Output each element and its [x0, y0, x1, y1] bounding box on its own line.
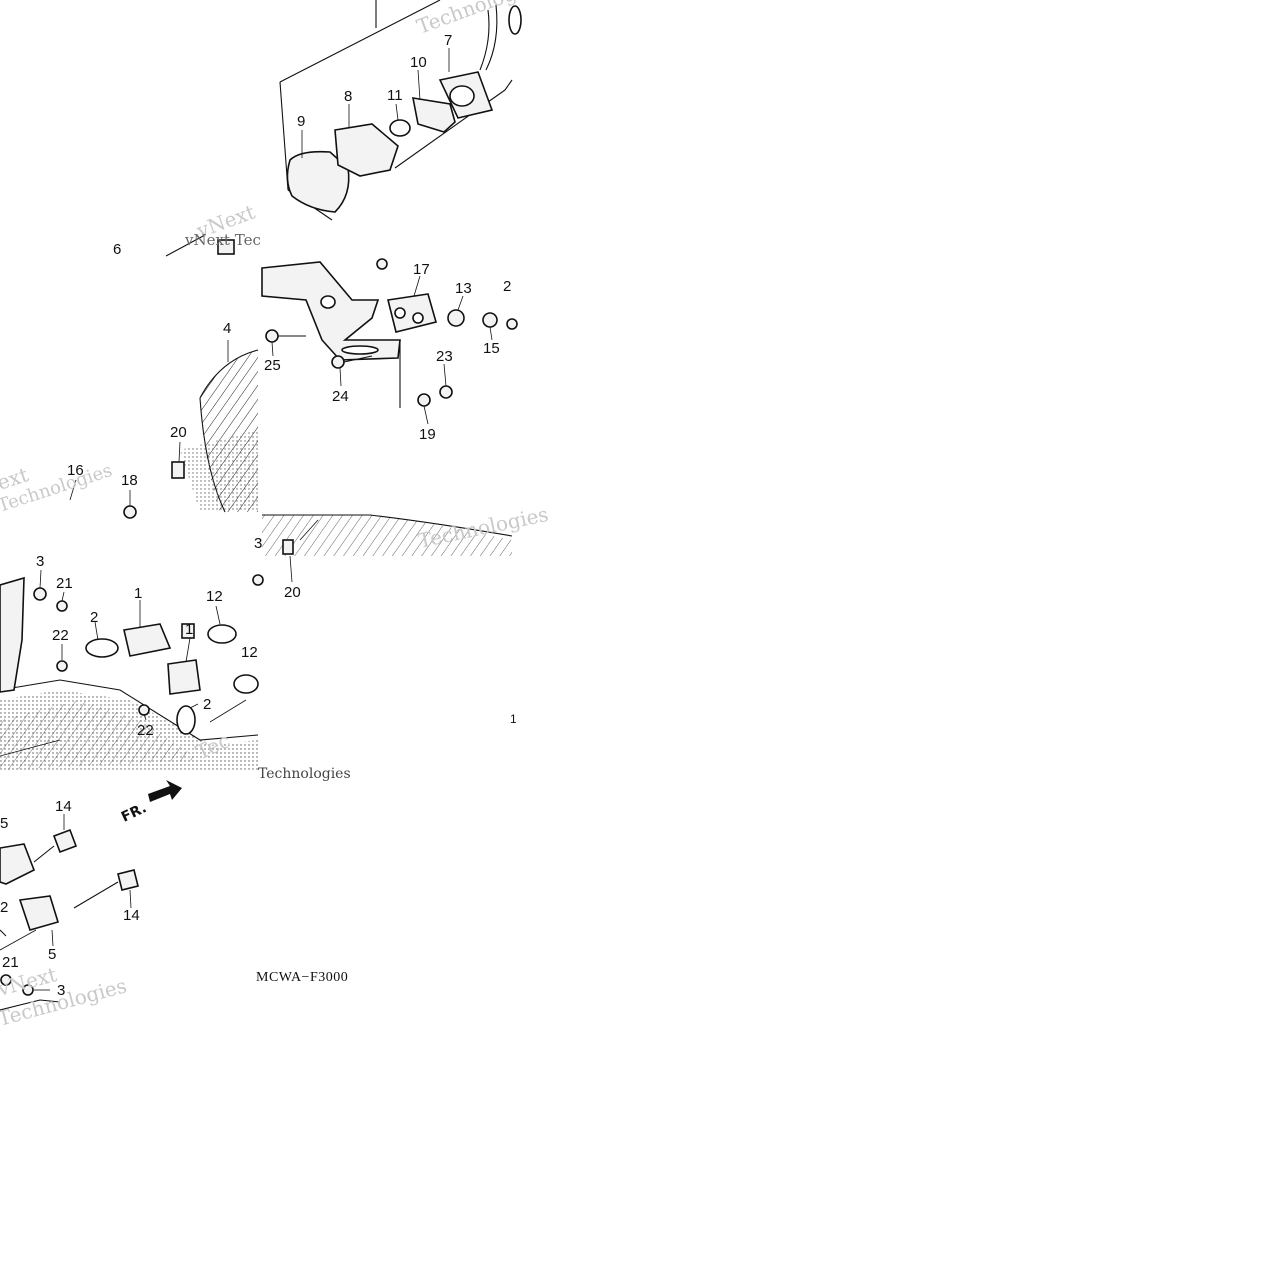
- grommet-part: [117, 869, 139, 891]
- callout-21: 21: [56, 575, 73, 592]
- bulb-part: [176, 705, 196, 735]
- socket-part: [0, 843, 36, 885]
- callout-8: 8: [344, 88, 352, 105]
- callout-19: 19: [419, 426, 436, 443]
- lens-part: [233, 674, 259, 694]
- callout-2-partial: 2: [503, 278, 511, 295]
- callout-16: 16: [67, 462, 84, 479]
- housing-part: [334, 123, 399, 177]
- bracket-part: [0, 576, 25, 693]
- callout-12: 12: [206, 588, 223, 605]
- callout-20: 20: [284, 584, 301, 601]
- watermark-text: Technologies: [258, 766, 351, 782]
- lens-part: [207, 624, 237, 644]
- turn-signal-panel: [279, 0, 522, 221]
- bracket-part: [261, 261, 401, 361]
- callout-22: 22: [137, 722, 154, 739]
- socket-part: [18, 895, 60, 931]
- callout-3: 3: [254, 535, 262, 552]
- watermark-text: vNext Tec: [184, 231, 261, 249]
- fender-panel: [69, 234, 259, 519]
- callout-11: 11: [387, 87, 403, 104]
- callout-12: 12: [241, 644, 258, 661]
- grommet-part: [447, 309, 465, 327]
- callout-23: 23: [436, 348, 453, 365]
- bulb-part: [85, 638, 119, 658]
- callout-15: 15: [483, 340, 500, 357]
- callout-13: 13: [455, 280, 472, 297]
- bolt-part: [417, 393, 431, 407]
- callout-5: 5: [0, 815, 8, 832]
- clip-part: [282, 539, 294, 555]
- callout-1: 1: [185, 621, 193, 638]
- callout-14: 14: [123, 907, 140, 924]
- grommet-part: [52, 828, 78, 854]
- callout-2: 2: [90, 609, 98, 626]
- callout-9: 9: [297, 113, 305, 130]
- callout-2: 2: [203, 696, 211, 713]
- callout-18: 18: [121, 472, 138, 489]
- watermark-text: Technologies: [414, 0, 547, 39]
- callout-group: 7 10 8 11 9 6 17 13 2 4 15 23 25 24 19 2…: [0, 32, 517, 999]
- socket-part: [167, 659, 201, 695]
- callout-20: 20: [170, 424, 187, 441]
- socket-part: [123, 623, 172, 657]
- callout-22: 22: [52, 627, 69, 644]
- clip-part: [171, 461, 185, 479]
- plate-part: [387, 293, 437, 333]
- direction-label: FR.: [119, 800, 149, 825]
- callout-5: 5: [48, 946, 56, 963]
- callout-6: 6: [113, 241, 121, 258]
- callout-3: 3: [57, 982, 65, 999]
- callout-1: 1: [134, 585, 142, 602]
- callout-1-edge: 1: [510, 712, 517, 726]
- callout-2: 2: [0, 899, 8, 916]
- callout-3: 3: [36, 553, 44, 570]
- callout-4: 4: [223, 320, 231, 337]
- callout-21: 21: [2, 954, 19, 971]
- callout-24: 24: [332, 388, 349, 405]
- socket-panel: [0, 780, 182, 1011]
- collar-part: [482, 312, 498, 328]
- license-lamp-panel: [0, 569, 264, 770]
- callout-10: 10: [410, 54, 427, 71]
- diagram-code: MCWA−F3000: [256, 970, 348, 985]
- callout-7: 7: [444, 32, 452, 49]
- nut-part: [439, 385, 453, 399]
- front-direction-arrow-icon: [148, 780, 182, 802]
- callout-25: 25: [264, 357, 281, 374]
- callout-17: 17: [413, 261, 430, 278]
- bracket-panel: [261, 258, 518, 583]
- callout-14: 14: [55, 798, 72, 815]
- bulb-part: [389, 119, 411, 137]
- lens-part: [286, 150, 350, 213]
- gasket-part: [411, 97, 456, 133]
